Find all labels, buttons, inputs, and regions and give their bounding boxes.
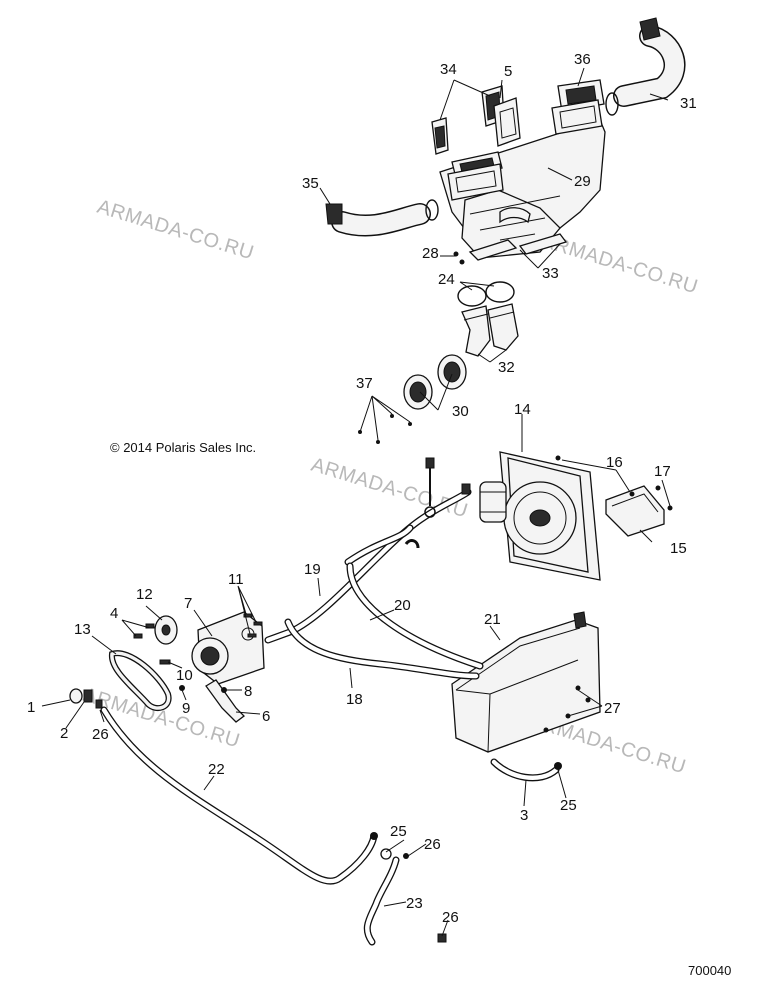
callout-35: 35 [302, 175, 319, 192]
callout-30: 30 [452, 403, 469, 420]
callout-7: 7 [184, 595, 192, 612]
fittings-1-2 [69, 688, 103, 709]
vent-34a [431, 117, 449, 155]
screws-28 [453, 251, 465, 265]
vent-5 [493, 97, 521, 147]
compressor-7 [191, 611, 265, 685]
callout-25a: 25 [390, 823, 407, 840]
callout-6: 6 [262, 708, 270, 725]
callout-29: 29 [574, 173, 591, 190]
duct-hose-31 [605, 17, 686, 116]
callout-26a: 26 [92, 726, 109, 743]
watermark-1: ARMADA-CO.RU [95, 196, 257, 265]
callout-26c: 26 [442, 909, 459, 926]
vent-36 [551, 79, 605, 135]
bracket-15 [605, 485, 665, 537]
callout-22: 22 [208, 761, 225, 778]
callout-23: 23 [406, 895, 423, 912]
callout-27: 27 [604, 700, 621, 717]
callout-13: 13 [74, 621, 91, 638]
callout-9: 9 [182, 700, 190, 717]
floor-ducts-33 [468, 233, 568, 261]
callout-31: 31 [680, 95, 697, 112]
diagram-number: 700040 [688, 963, 731, 978]
vent-front [447, 151, 504, 201]
duct-adapters-32 [461, 303, 519, 357]
ac-hoses [100, 457, 562, 946]
callout-17: 17 [654, 463, 671, 480]
callout-3: 3 [520, 807, 528, 824]
callout-26b: 26 [424, 836, 441, 853]
callout-25b: 25 [560, 797, 577, 814]
callout-5: 5 [504, 63, 512, 80]
callout-21: 21 [484, 611, 501, 628]
callout-1: 1 [27, 699, 35, 716]
copyright-notice: © 2014 Polaris Sales Inc. [110, 440, 256, 455]
screws-37 [358, 414, 412, 444]
hose-clamps-24 [457, 281, 515, 307]
callout-8: 8 [244, 683, 252, 700]
bracket-6 [205, 679, 245, 723]
callout-24: 24 [438, 271, 455, 288]
callout-16: 16 [606, 454, 623, 471]
callout-15: 15 [670, 540, 687, 557]
callout-32: 32 [498, 359, 515, 376]
callout-14: 14 [514, 401, 531, 418]
heater-box-21 [451, 611, 601, 753]
callout-4: 4 [110, 605, 118, 622]
callout-34: 34 [440, 61, 457, 78]
round-vents-30 [403, 354, 467, 410]
screws-16-17 [555, 455, 673, 511]
condenser-fan-14 [499, 451, 601, 581]
leader-lines [41, 67, 671, 937]
callout-12: 12 [136, 586, 153, 603]
callout-2: 2 [60, 725, 68, 742]
callout-28: 28 [422, 245, 439, 262]
callout-11: 11 [228, 571, 244, 588]
watermark-3: ARMADA-CO.RU [309, 454, 471, 523]
callout-18: 18 [346, 691, 363, 708]
bolts [133, 613, 263, 693]
callout-33: 33 [542, 265, 559, 282]
callout-37: 37 [356, 375, 373, 392]
callout-labels: 1 2 3 4 5 6 7 8 9 10 11 12 13 14 15 16 1… [27, 51, 697, 926]
watermarks: ARMADA-CO.RU ARMADA-CO.RU ARMADA-CO.RU A… [81, 196, 701, 779]
screws-27 [543, 685, 591, 733]
callout-36: 36 [574, 51, 591, 68]
callout-10: 10 [176, 667, 193, 684]
dash-vents [431, 79, 605, 201]
callout-20: 20 [394, 597, 411, 614]
duct-hose-35 [325, 199, 439, 237]
pulley-12 [154, 615, 178, 645]
belt-13 [108, 650, 172, 712]
receiver-drier [479, 481, 507, 523]
callout-19: 19 [304, 561, 321, 578]
